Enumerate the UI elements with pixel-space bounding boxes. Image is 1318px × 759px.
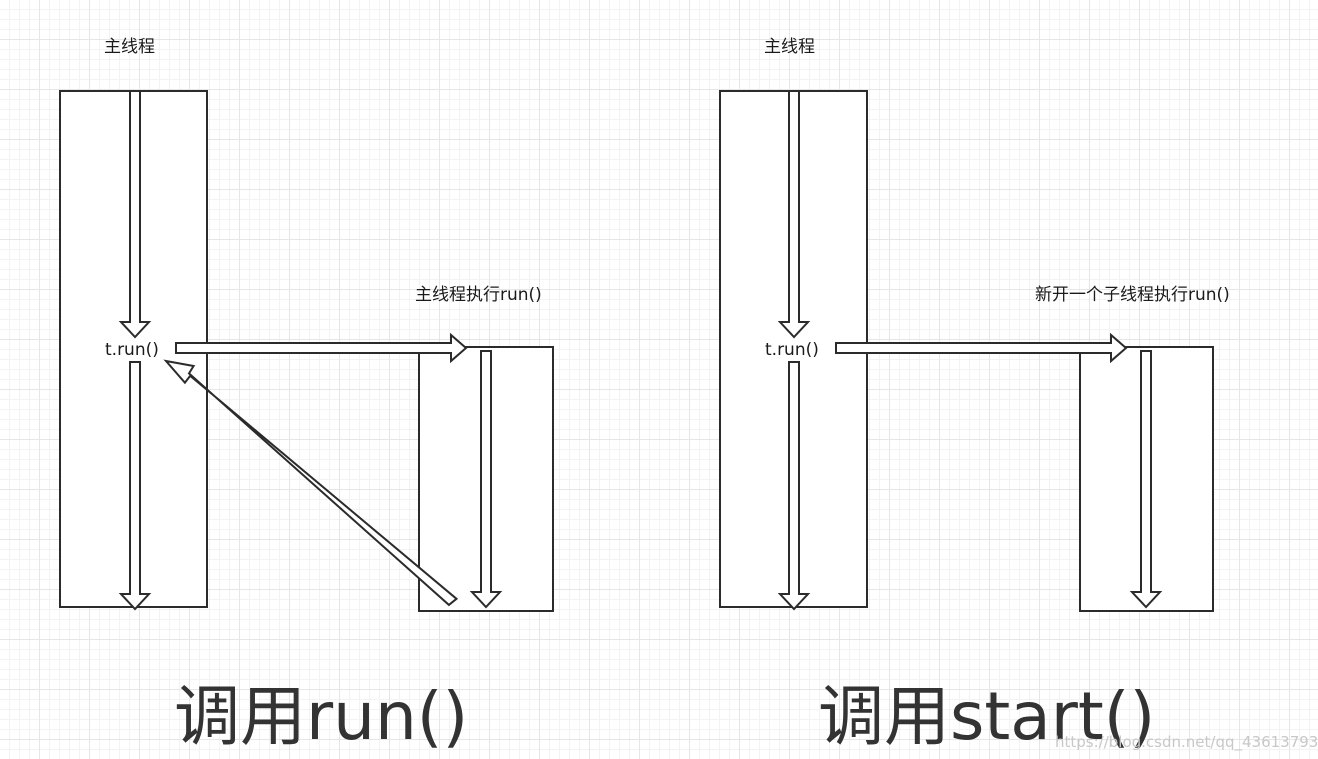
right-start-right-arrow xyxy=(835,332,1128,364)
watermark-text: https://blog.csdn.net/qq_43613793 xyxy=(1055,733,1318,751)
left-call-label: t.run() xyxy=(105,340,159,360)
left-main-down-arrow-bottom xyxy=(118,361,152,611)
right-call-label: t.run() xyxy=(765,340,819,360)
right-branch-label: 新开一个子线程执行run() xyxy=(1035,285,1230,305)
left-caption: 调用run() xyxy=(174,678,469,755)
left-return-diagonal-arrow xyxy=(163,359,459,607)
left-main-thread-label: 主线程 xyxy=(104,37,155,57)
right-child-down-arrow xyxy=(1129,350,1163,609)
left-branch-label: 主线程执行run() xyxy=(415,285,542,305)
right-main-thread-label: 主线程 xyxy=(764,37,815,57)
right-caption: 调用start() xyxy=(818,678,1156,755)
right-main-down-arrow-bottom xyxy=(777,361,811,611)
left-run-down-arrow xyxy=(469,350,503,609)
right-main-down-arrow-top xyxy=(777,90,811,339)
left-call-right-arrow xyxy=(175,332,468,364)
left-main-down-arrow-top xyxy=(118,90,152,339)
